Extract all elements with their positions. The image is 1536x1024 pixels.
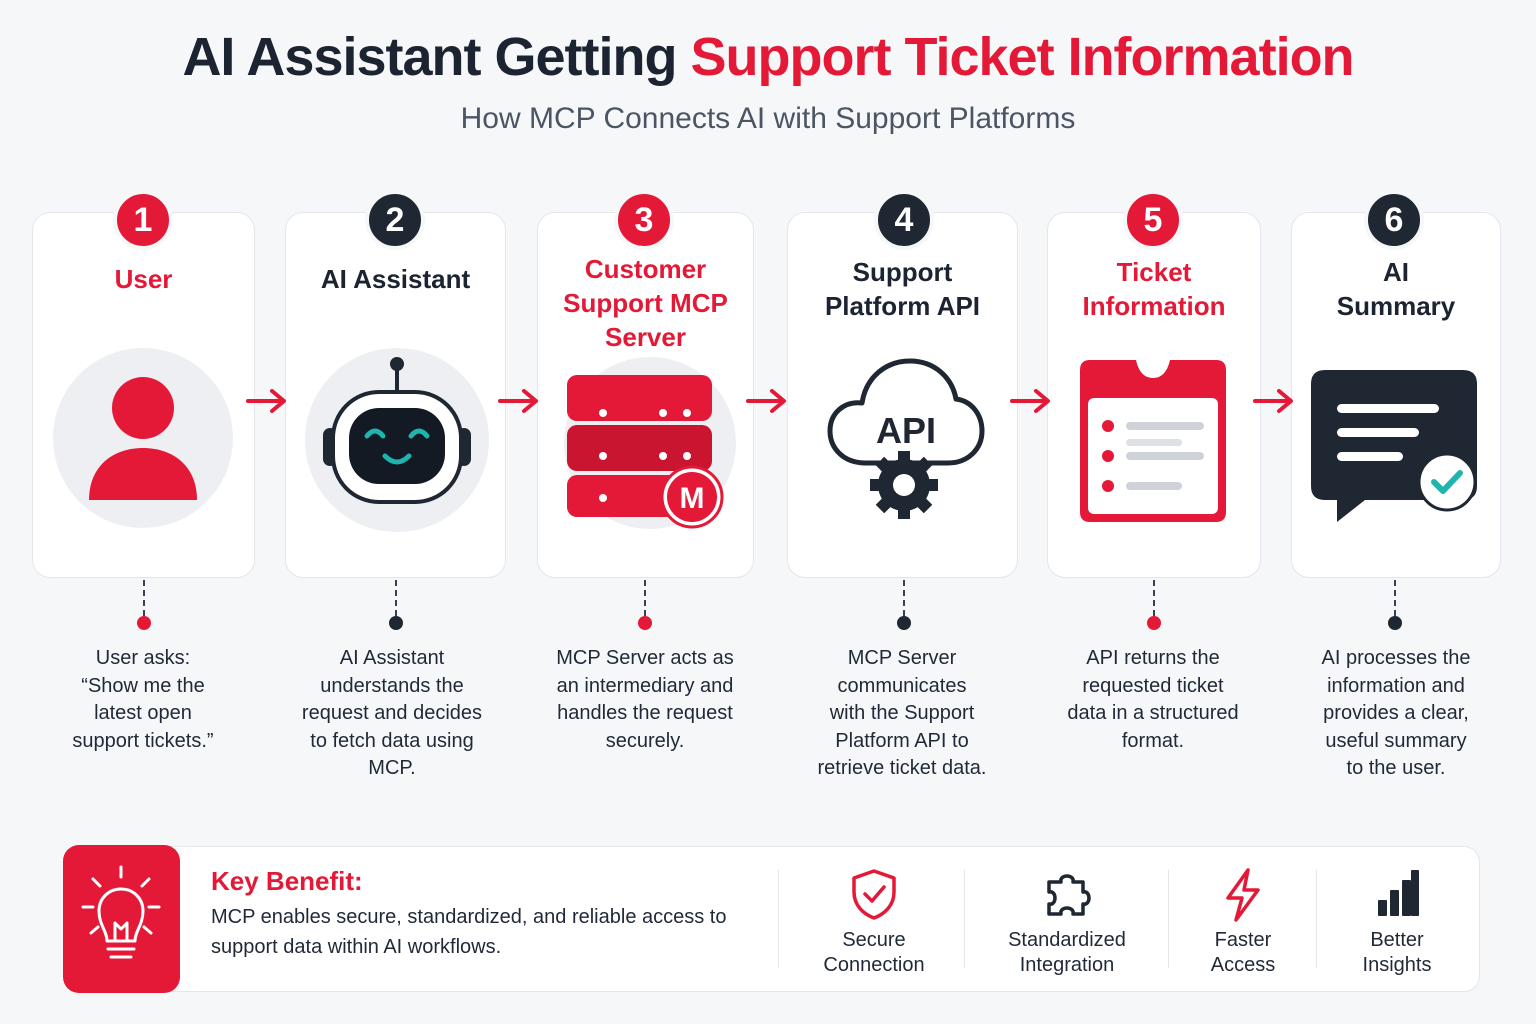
- step-description-4: MCP Server communicates with the Support…: [817, 647, 987, 779]
- cloud-api-label: API: [876, 410, 936, 451]
- robot-icon: [305, 348, 489, 532]
- connector-dot-3: [638, 616, 652, 630]
- flow-arrow-3: [746, 389, 786, 413]
- chat-summary-icon: [1311, 370, 1481, 522]
- connector-line-1: [143, 580, 145, 616]
- step-number-badge-1: 1: [113, 190, 173, 250]
- step-title-1: User: [114, 264, 173, 294]
- step-title-2: AI Assistant: [320, 264, 471, 294]
- connector-line-3: [644, 580, 646, 616]
- key-benefit-text: MCP enables secure, standardized, and re…: [211, 906, 727, 958]
- mcp-badge-letter: M: [680, 482, 705, 515]
- connector-line-6: [1394, 580, 1396, 616]
- connector-dot-4: [897, 616, 911, 630]
- step-number-badge-2: 2: [365, 190, 425, 250]
- connector-line-5: [1153, 580, 1155, 616]
- key-benefit-title: Key Benefit:: [211, 866, 363, 896]
- connector-dot-1: [137, 616, 151, 630]
- key-benefit-panel: [64, 846, 1480, 992]
- divider: [1316, 870, 1317, 968]
- step-description-3: MCP Server acts as an intermediary and h…: [556, 647, 734, 752]
- step-number-badge-3: 3: [614, 190, 674, 250]
- title-accent: Support Ticket Information: [690, 27, 1355, 87]
- step-number-badge-6: 6: [1364, 190, 1424, 250]
- flow-arrow-5: [1253, 389, 1293, 413]
- step-number-badge-5: 5: [1123, 190, 1183, 250]
- lightning-icon: [1226, 868, 1260, 922]
- flow-arrow-2: [498, 389, 538, 413]
- page-subtitle: How MCP Connects AI with Support Platfor…: [460, 102, 1076, 135]
- flow-arrow-1: [246, 389, 286, 413]
- connector-line-4: [903, 580, 905, 616]
- feature-label-insights: Better Insights: [1362, 929, 1432, 976]
- divider: [1168, 870, 1169, 968]
- title-main: AI Assistant Getting: [182, 27, 677, 87]
- server-icon: M: [555, 355, 740, 535]
- feature-label-standardized: Standardized Integration: [1008, 929, 1126, 976]
- ticket-icon: [1078, 360, 1228, 524]
- page-title: AI Assistant Getting Support Ticket Info…: [0, 26, 1536, 88]
- connector-dot-6: [1388, 616, 1402, 630]
- step-description-5: API returns the requested ticket data in…: [1067, 647, 1239, 752]
- step-description-6: AI processes the information and provide…: [1321, 647, 1471, 779]
- step-title-6: AI Summary: [1336, 257, 1456, 321]
- step-description-1: User asks: “Show me the latest open supp…: [72, 647, 214, 752]
- lightbulb-icon: [63, 845, 180, 993]
- divider: [778, 870, 779, 968]
- step-title-4: Support Platform API: [824, 257, 981, 321]
- connector-dot-2: [389, 616, 403, 630]
- step-description-2: AI Assistant understands the request and…: [301, 647, 483, 779]
- puzzle-icon: [1047, 874, 1091, 916]
- connector-line-2: [395, 580, 397, 616]
- flow-arrow-4: [1010, 389, 1050, 413]
- user-icon: [53, 348, 233, 528]
- step-number-badge-4: 4: [874, 190, 934, 250]
- step-title-5: Ticket Information: [1082, 257, 1226, 321]
- shield-check-icon: [852, 869, 896, 920]
- cloud-api-icon: API: [822, 355, 986, 521]
- bar-chart-icon: [1378, 870, 1419, 916]
- connector-dot-5: [1147, 616, 1161, 630]
- feature-label-secure: Secure Connection: [823, 929, 925, 976]
- step-title-3: Customer Support MCP Server: [563, 254, 728, 352]
- divider: [964, 870, 965, 968]
- feature-label-faster: Faster Access: [1210, 929, 1276, 976]
